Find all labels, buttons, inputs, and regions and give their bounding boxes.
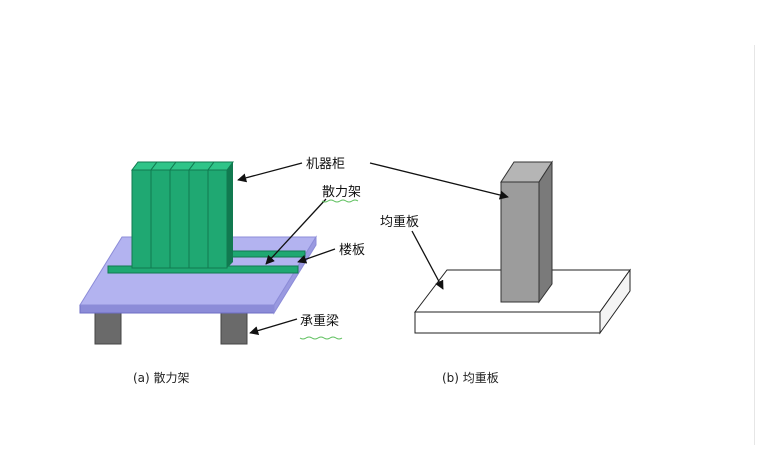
spreader-bar-back	[231, 250, 306, 258]
cabinet-unit	[207, 161, 234, 269]
cabinet-box	[500, 160, 553, 304]
load-beam-left	[94, 311, 122, 345]
leader-lines	[237, 162, 509, 336]
leader-slab	[297, 248, 336, 264]
caption-b: (b) 均重板	[442, 371, 499, 385]
cabinet-group	[131, 161, 234, 269]
leader-spreader	[265, 198, 327, 265]
load-beam-right	[220, 311, 248, 345]
right-divider	[754, 45, 755, 445]
label-spreader-frame: 散力架	[322, 185, 361, 200]
leader-beam	[249, 318, 298, 336]
label-cabinet: 机器柜	[306, 157, 345, 172]
caption-a: (a) 散力架	[133, 370, 190, 385]
leader-cabinet-b	[369, 162, 509, 200]
label-spreader-underline	[321, 199, 359, 203]
figure-b	[413, 160, 631, 335]
label-floor-slab: 楼板	[339, 243, 365, 258]
figure-a	[79, 161, 317, 345]
label-beam-underline	[299, 336, 343, 340]
label-load-beam: 承重梁	[300, 313, 339, 329]
leader-cabinet-a	[237, 162, 303, 183]
label-equalizing-plate: 均重板	[380, 214, 419, 230]
leader-plate	[411, 230, 444, 290]
